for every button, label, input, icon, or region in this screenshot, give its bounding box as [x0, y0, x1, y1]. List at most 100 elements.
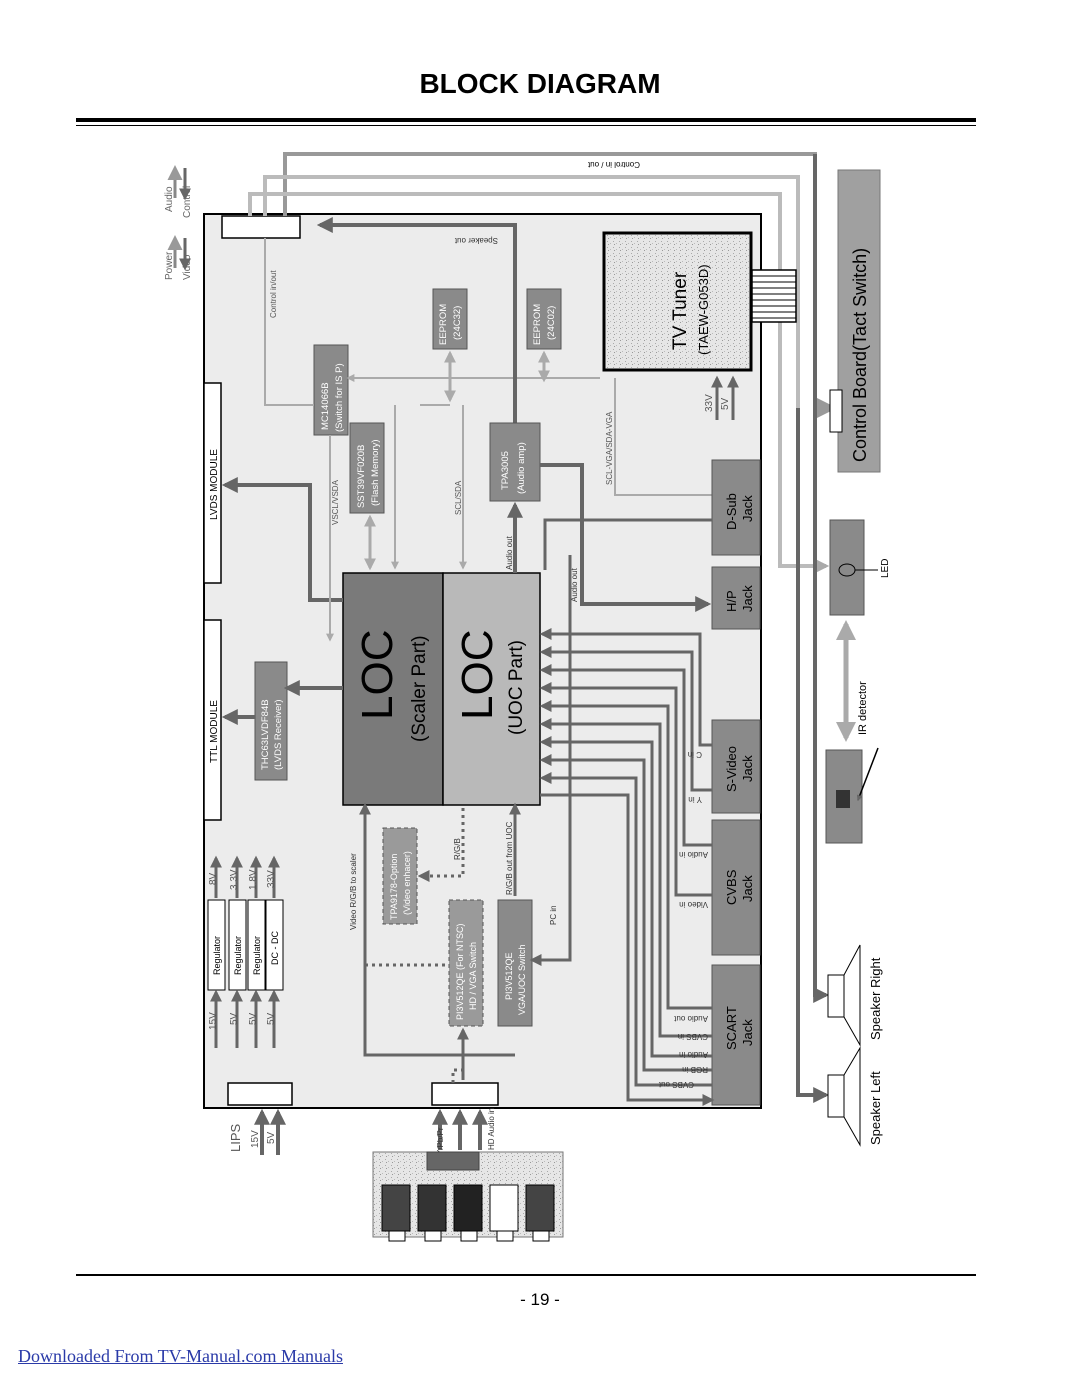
control-board-connector	[829, 389, 843, 433]
regulator-1: Regulator	[207, 899, 226, 991]
svg-text:EEPROM: EEPROM	[532, 304, 543, 345]
svg-text:Control in/out: Control in/out	[269, 270, 278, 318]
eeprom-24c02-block	[526, 288, 562, 350]
svg-text:Speaker Right: Speaker Right	[868, 957, 883, 1040]
tpa9178-block	[382, 827, 418, 925]
title-rule-thin	[76, 125, 976, 126]
eeprom-24c32-block	[432, 288, 468, 350]
lvds-module-label: LVDS MODULE	[209, 449, 220, 520]
dc-dc-converter: DC - DC	[265, 899, 284, 991]
control-in-out-top-label: Control in / out	[587, 160, 640, 169]
svg-text:SST39VF020B: SST39VF020B	[356, 445, 367, 508]
regulator-3: Regulator	[247, 899, 266, 991]
svg-text:(Flash Memory): (Flash Memory)	[370, 439, 381, 506]
svg-text:Y in: Y in	[688, 795, 702, 804]
svg-text:CVBS out: CVBS out	[658, 1080, 694, 1089]
svg-text:33V: 33V	[266, 870, 277, 888]
svg-text:VSCL/VSDA: VSCL/VSDA	[331, 479, 340, 525]
svg-text:(Switch for IS P): (Switch for IS P)	[334, 363, 345, 432]
page-number: - 19 -	[520, 1290, 560, 1309]
source-link[interactable]: Downloaded From TV-Manual.com Manuals	[18, 1346, 343, 1366]
svg-text:TV Tuner: TV Tuner	[670, 271, 691, 350]
tuner-connector	[751, 269, 797, 323]
svg-text:(UOC Part): (UOC Part)	[506, 640, 527, 735]
tpa3005-block	[489, 422, 541, 502]
pi3v512qe-block	[497, 899, 533, 1027]
regulator-2: Regulator	[228, 899, 247, 991]
control-connector	[221, 215, 301, 239]
scart-jack	[711, 964, 761, 1106]
page-title: BLOCK DIAGRAM	[419, 68, 661, 99]
svg-text:Regulator: Regulator	[233, 936, 243, 975]
speaker-left-icon	[827, 1046, 861, 1147]
svg-text:CVBS: CVBS	[724, 869, 739, 905]
svg-text:Audio in: Audio in	[679, 850, 708, 859]
svg-text:Speaker Left: Speaker Left	[868, 1071, 883, 1145]
svg-text:8V: 8V	[208, 872, 219, 885]
control-board	[837, 169, 881, 473]
svg-text:HD Audio in: HD Audio in	[487, 1108, 496, 1150]
svg-text:RGB in: RGB in	[682, 1065, 708, 1074]
svg-text:Jack: Jack	[740, 495, 755, 522]
svg-text:5V: 5V	[720, 397, 731, 410]
svg-text:Speaker out: Speaker out	[454, 236, 498, 245]
svg-text:(Scaler Part): (Scaler Part)	[409, 635, 430, 742]
hd-rca-panel	[372, 1151, 564, 1242]
svg-text:EEPROM: EEPROM	[438, 304, 449, 345]
hd-connector	[431, 1082, 499, 1106]
svg-text:5V: 5V	[229, 1012, 240, 1025]
svg-text:TPA9178-Option: TPA9178-Option	[389, 854, 399, 920]
svg-text:S-Video: S-Video	[724, 746, 739, 792]
svg-text:Jack: Jack	[740, 585, 755, 612]
svg-text:MC14066B: MC14066B	[320, 382, 331, 430]
ir-sensor-icon	[836, 790, 850, 808]
svg-text:VGA/UOC Switch: VGA/UOC Switch	[517, 944, 527, 1015]
svg-text:3.3V: 3.3V	[229, 869, 240, 890]
svg-text:Video: Video	[182, 254, 193, 280]
svg-text:Audio out: Audio out	[673, 1014, 708, 1023]
svg-text:PI3V512QE: PI3V512QE	[504, 952, 514, 1000]
svg-text:D-Sub: D-Sub	[724, 493, 739, 530]
lips-label: LIPS	[228, 1123, 243, 1152]
cvbs-jack	[711, 819, 761, 956]
svg-text:C in: C in	[688, 750, 702, 759]
lvds-module	[203, 382, 222, 584]
svg-text:Audio out: Audio out	[570, 567, 579, 602]
svg-text:(24C32): (24C32)	[452, 306, 463, 340]
loc-uoc-block	[442, 572, 541, 806]
lips-connector	[227, 1082, 293, 1106]
svg-text:33V: 33V	[704, 394, 715, 412]
svg-text:(Video enhacer): (Video enhacer)	[402, 851, 412, 915]
svg-text:(TAEW-G053D): (TAEW-G053D)	[696, 264, 711, 355]
top-left-io: Audio Control Power Video	[164, 165, 193, 280]
svg-text:SCART: SCART	[724, 1006, 739, 1050]
svg-text:SCL/SDA: SCL/SDA	[454, 480, 463, 515]
svg-text:Audio in: Audio in	[679, 1050, 708, 1059]
loc-scaler-block	[342, 572, 444, 806]
svg-text:THC63LVDF84B: THC63LVDF84B	[260, 699, 271, 770]
svg-text:5V: 5V	[266, 1012, 277, 1025]
svg-text:Jack: Jack	[740, 875, 755, 902]
svg-text:Regulator: Regulator	[212, 936, 222, 975]
svg-text:Jack: Jack	[740, 1019, 755, 1046]
speaker-right-icon	[827, 944, 861, 1047]
led-block	[829, 519, 865, 616]
sst39-block	[349, 422, 385, 514]
svideo-jack	[711, 719, 761, 814]
svg-text:Audio out: Audio out	[505, 535, 514, 570]
svg-text:HD / VGA Switch: HD / VGA Switch	[468, 942, 478, 1010]
svg-text:R/G/B out from UOC: R/G/B out from UOC	[505, 821, 514, 895]
svg-text:15V: 15V	[250, 1130, 261, 1148]
svg-text:LOC: LOC	[353, 630, 402, 720]
svg-text:DC - DC: DC - DC	[270, 931, 280, 965]
svg-text:Audio: Audio	[164, 186, 175, 212]
ttl-module	[203, 619, 222, 821]
svg-text:Control Board(Tact Switch): Control Board(Tact Switch)	[850, 248, 870, 462]
svg-text:SCL-VGA/SDA-VGA: SCL-VGA/SDA-VGA	[605, 411, 614, 485]
title-rule-thick	[76, 118, 976, 122]
svg-text:Power: Power	[164, 251, 175, 280]
svg-text:CVBS in: CVBS in	[678, 1032, 708, 1041]
ttl-module-label: TTL MODULE	[209, 700, 220, 763]
svg-text:Control: Control	[182, 186, 193, 218]
